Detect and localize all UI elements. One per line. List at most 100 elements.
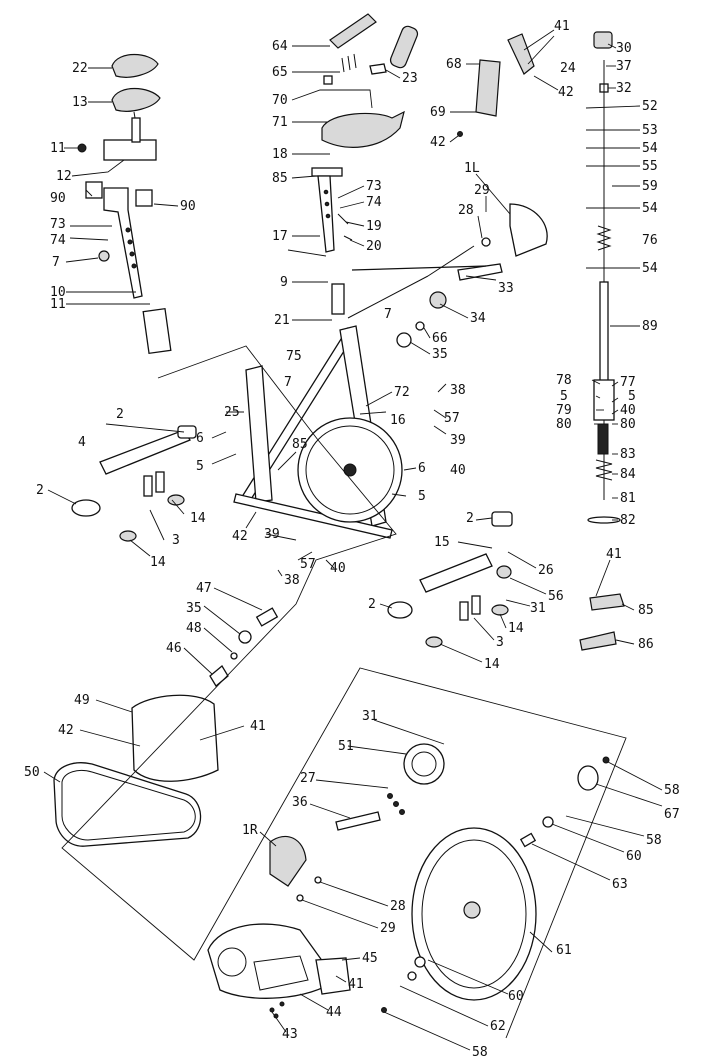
part-label: 75	[286, 349, 302, 364]
part-label: 48	[186, 621, 202, 636]
part-label: 90	[50, 191, 66, 206]
belt-50	[53, 762, 202, 847]
part-label: 14	[190, 511, 206, 526]
part-label: 89	[642, 319, 658, 334]
part-label: 2	[36, 483, 44, 498]
part-label: 42	[58, 723, 74, 738]
part-label: 2	[116, 407, 124, 422]
part-label: 22	[72, 61, 88, 76]
part-label: 61	[556, 943, 572, 958]
part-label: 86	[638, 637, 654, 652]
part-label: 2	[368, 597, 376, 612]
part-label: 10	[50, 285, 66, 300]
part-label: 15	[434, 535, 450, 550]
seat-post-10	[103, 187, 143, 299]
part-label: 11	[50, 297, 66, 312]
part-label: 5	[196, 459, 204, 474]
part-label: 58	[646, 833, 662, 848]
part-label: 31	[362, 709, 378, 724]
part-label: 41	[554, 19, 570, 34]
part-label: 82	[620, 513, 636, 528]
part-label: 59	[642, 179, 658, 194]
stabilizer-4	[99, 429, 191, 475]
part-label: 7	[52, 255, 60, 270]
part-label: 37	[616, 59, 632, 74]
part-label: 63	[612, 877, 628, 892]
part-label: 20	[366, 239, 382, 254]
part-label: 11	[50, 141, 66, 156]
part-label: 85	[638, 603, 654, 618]
rod-89	[599, 281, 609, 383]
part-label: 38	[284, 573, 300, 588]
chainring-51	[403, 743, 445, 785]
part-label: 29	[380, 921, 396, 936]
part-label: 41	[348, 977, 364, 992]
group-outlines	[61, 345, 627, 1039]
part-label: 84	[620, 467, 636, 482]
part-label: 24	[560, 61, 576, 76]
part-label: 79	[556, 403, 572, 418]
part-label: 28	[390, 899, 406, 914]
part-label: 50	[24, 765, 40, 780]
part-label: 14	[150, 555, 166, 570]
saddle-13	[111, 88, 161, 112]
chain-cover-49	[131, 694, 219, 782]
part-label: 34	[470, 311, 486, 326]
part-label: 74	[366, 195, 382, 210]
part-label: 67	[664, 807, 680, 822]
part-label: 43	[282, 1027, 298, 1042]
part-label: 19	[366, 219, 382, 234]
part-label: 76	[642, 233, 658, 248]
saddle-22	[111, 53, 159, 78]
part-label: 40	[330, 561, 346, 576]
part-label: 18	[272, 147, 288, 162]
part-label: 90	[180, 199, 196, 214]
part-label: 56	[548, 589, 564, 604]
part-label: 7	[284, 375, 292, 390]
part-label: 36	[292, 795, 308, 810]
part-label: 14	[484, 657, 500, 672]
part-label: 64	[272, 39, 288, 54]
part-label: 5	[418, 489, 426, 504]
part-label: 38	[450, 383, 466, 398]
bottle	[389, 25, 419, 69]
part-label: 62	[490, 1019, 506, 1034]
part-label: 14	[508, 621, 524, 636]
part-label: 31	[530, 601, 546, 616]
part-label: 44	[326, 1005, 342, 1020]
part-label: 9	[280, 275, 288, 290]
part-label: 57	[444, 411, 460, 426]
part-label: 71	[272, 115, 288, 130]
part-label: 54	[642, 201, 658, 216]
part-label: 42	[558, 85, 574, 100]
part-label: 39	[450, 433, 466, 448]
part-label: 3	[172, 533, 180, 548]
knob-30	[593, 31, 613, 49]
part-label: 80	[556, 417, 572, 432]
part-label: 73	[50, 217, 66, 232]
part-label: 42	[430, 135, 446, 150]
pad-86	[579, 631, 617, 651]
console-18	[321, 110, 405, 148]
guard-68	[475, 59, 501, 117]
part-label: 35	[186, 601, 202, 616]
part-label: 5	[628, 389, 636, 404]
part-label: 7	[384, 307, 392, 322]
part-label: 35	[432, 347, 448, 362]
part-label: 85	[272, 171, 288, 186]
part-label: 77	[620, 375, 636, 390]
part-label: 26	[538, 563, 554, 578]
part-label: 17	[272, 229, 288, 244]
part-label: 68	[446, 57, 462, 72]
part-label: 60	[626, 849, 642, 864]
part-label: 1L	[464, 161, 480, 176]
part-label: 52	[642, 99, 658, 114]
part-label: 46	[166, 641, 182, 656]
part-label: 39	[264, 527, 280, 542]
part-label: 55	[642, 159, 658, 174]
part-label: 41	[606, 547, 622, 562]
part-label: 29	[474, 183, 490, 198]
part-label: 1R	[242, 823, 258, 838]
part-label: 40	[450, 463, 466, 478]
